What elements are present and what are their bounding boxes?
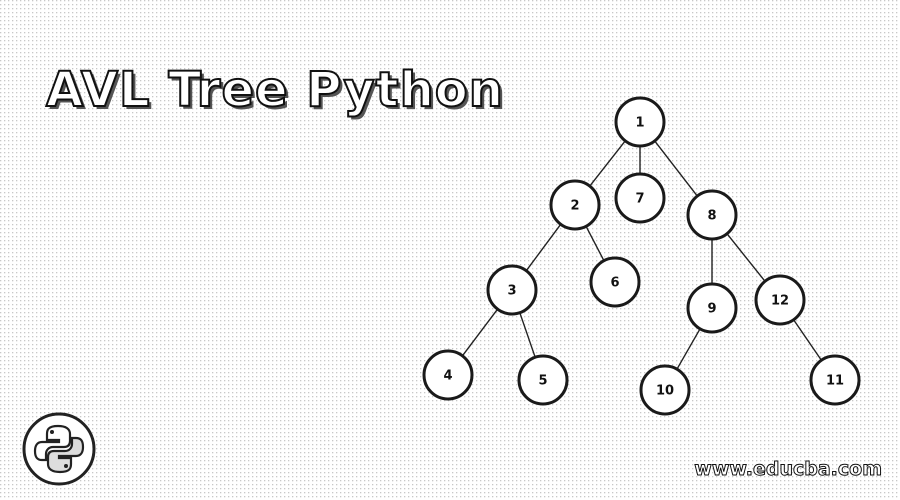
page-title: AVL Tree Python	[45, 61, 504, 119]
tree-node-label: 11	[826, 374, 844, 389]
tree-node-11: 11	[809, 354, 861, 406]
tree-node-9: 9	[686, 282, 738, 334]
tree-node-label: 5	[538, 374, 547, 389]
tree-node-label: 7	[635, 192, 644, 207]
tree-edge-n2-n6	[585, 225, 605, 262]
tree-node-8: 8	[686, 189, 738, 241]
tree-edge-n2-n3	[525, 223, 562, 272]
tree-node-6: 6	[589, 256, 641, 308]
tree-edge-n12-n11	[793, 319, 822, 361]
watermark-url: www.educba.com	[694, 458, 883, 481]
tree-edge-n9-n10	[676, 328, 701, 370]
tree-node-circle	[809, 354, 861, 406]
tree-edges	[461, 140, 822, 370]
tree-node-label: 1	[635, 116, 644, 131]
tree-node-1: 1	[614, 96, 666, 148]
tree-node-label: 12	[771, 294, 789, 309]
tree-node-12: 12	[754, 274, 806, 326]
tree-node-circle	[639, 364, 691, 416]
tree-node-label: 6	[610, 276, 619, 291]
tree-node-circle	[754, 274, 806, 326]
tree-node-label: 3	[507, 284, 516, 299]
tree-node-circle	[589, 256, 641, 308]
tree-node-circle	[486, 264, 538, 316]
tree-node-circle	[686, 282, 738, 334]
tree-node-circle	[686, 189, 738, 241]
tree-node-circle	[549, 179, 601, 231]
tree-node-10: 10	[639, 364, 691, 416]
tree-edge-n1-n8	[654, 140, 698, 197]
tree-edge-n3-n5	[519, 312, 536, 358]
tree-node-label: 2	[570, 199, 579, 214]
tree-node-3: 3	[486, 264, 538, 316]
tree-node-label: 4	[443, 369, 452, 384]
tree-edge-n8-n12	[726, 233, 766, 282]
tree-node-5: 5	[517, 354, 569, 406]
tree-node-4: 4	[422, 349, 474, 401]
tree-node-label: 8	[707, 209, 716, 224]
tree-node-7: 7	[614, 172, 666, 224]
python-logo-icon	[22, 412, 96, 486]
tree-node-circle	[517, 354, 569, 406]
tree-node-circle	[422, 349, 474, 401]
tree-node-2: 2	[549, 179, 601, 231]
tree-edge-n3-n4	[461, 308, 499, 357]
tree-node-circle	[614, 96, 666, 148]
tree-node-label: 10	[656, 384, 674, 399]
tree-edge-n1-n2	[589, 140, 626, 187]
tree-node-circle	[614, 172, 666, 224]
tree-node-label: 9	[707, 302, 716, 317]
